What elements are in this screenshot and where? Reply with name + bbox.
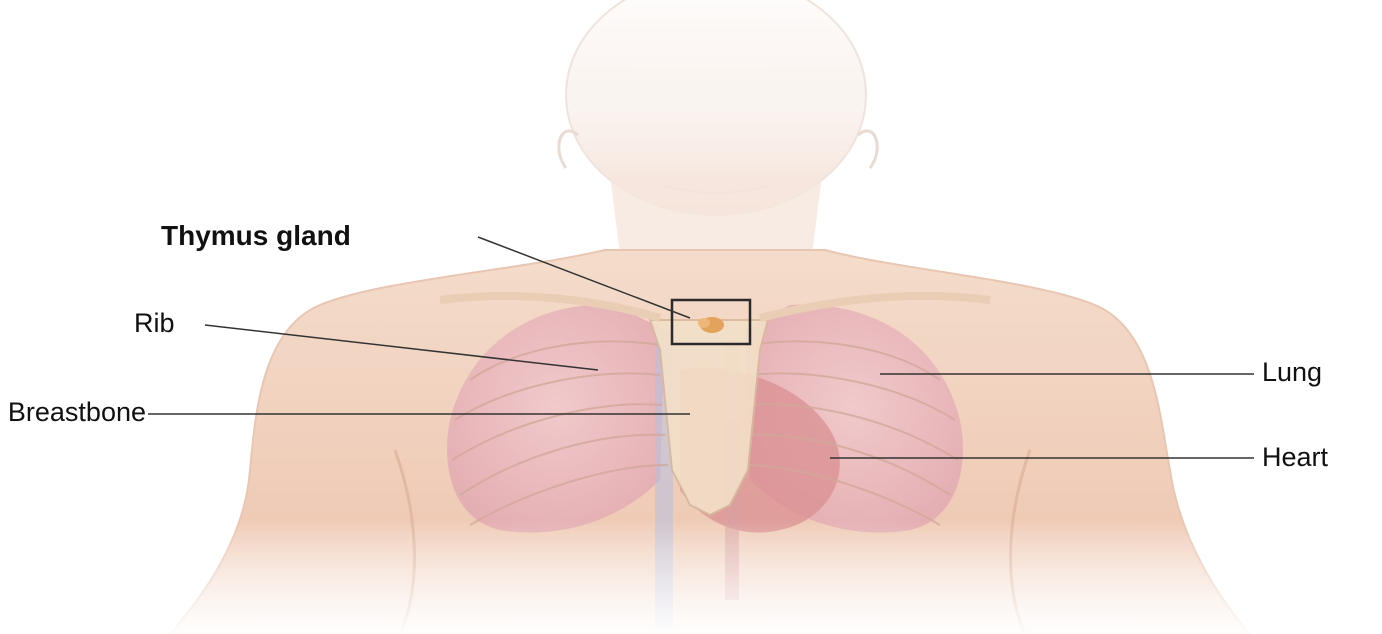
label-lung: Lung [1262,359,1322,386]
label-rib: Rib [134,310,175,337]
label-thymus-gland: Thymus gland [161,222,351,250]
label-heart: Heart [1262,444,1328,471]
bottom-fade [0,520,1382,634]
label-breastbone: Breastbone [8,399,146,426]
head-and-neck [559,0,877,255]
